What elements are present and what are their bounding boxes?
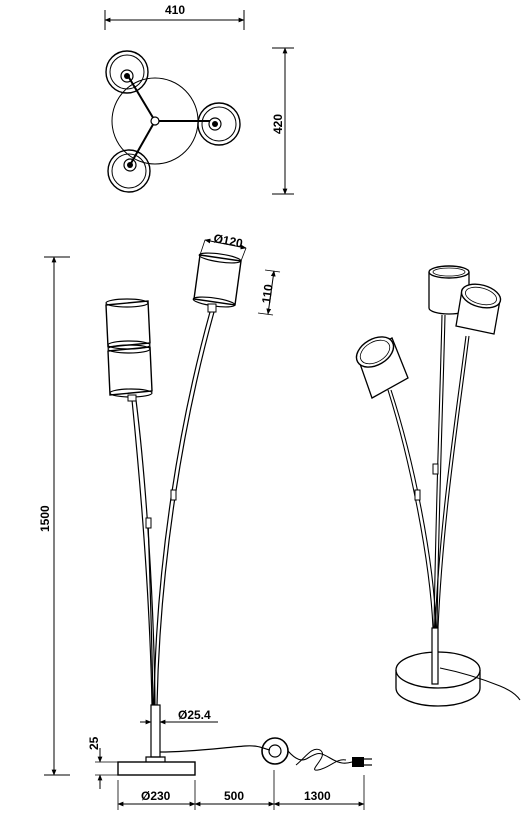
pole: [150, 704, 161, 758]
foot-switch: [261, 737, 289, 765]
front-view: 1500 Ø: [38, 231, 372, 810]
top-depth-label: 420: [271, 114, 285, 134]
top-view: 410 420: [104, 3, 294, 195]
switch-distance-label: 500: [224, 789, 244, 803]
plug: [352, 757, 364, 767]
base-diameter-label: Ø230: [141, 789, 171, 803]
shade-perspective-1: [355, 336, 409, 399]
total-height-label: 1500: [38, 505, 52, 532]
shade-top-1: [105, 50, 149, 94]
shade-top-2: [197, 102, 241, 146]
top-width-label: 410: [165, 3, 185, 17]
base-height-label: 25: [87, 736, 101, 750]
shade-front-1: [105, 298, 151, 350]
base: [117, 761, 196, 776]
shade-perspective-3: [455, 283, 502, 335]
shade-height-label: 110: [259, 283, 276, 304]
shade-perspective-2: [428, 265, 470, 315]
shade-top-3: [107, 149, 151, 193]
perspective-view: [355, 265, 521, 707]
cable-length-label: 1300: [304, 789, 331, 803]
shade-front-3: [192, 252, 242, 313]
shade-front-2: [107, 344, 153, 402]
shade-diameter-label: Ø120: [212, 231, 244, 250]
pole-diameter-label: Ø25.4: [178, 708, 211, 722]
